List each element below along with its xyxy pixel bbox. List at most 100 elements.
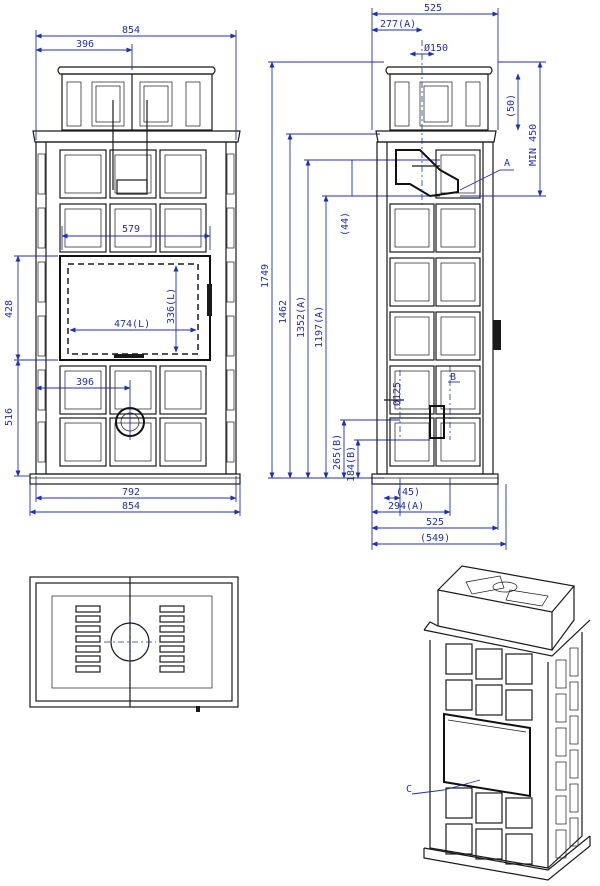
dim-half-width: 396 [76, 39, 94, 50]
tile [445, 679, 473, 711]
tile [64, 422, 102, 462]
side-body [376, 141, 494, 475]
front-base [29, 473, 241, 485]
tile [159, 417, 207, 467]
dim-base-zone: 516 [4, 408, 15, 426]
tile [75, 605, 101, 613]
tile [440, 262, 476, 302]
tile [37, 207, 46, 249]
dim-height-1197: 1197(A) [314, 306, 325, 348]
tile [555, 659, 567, 689]
tile [59, 365, 107, 415]
tile [59, 417, 107, 467]
tile [569, 681, 579, 711]
tile [37, 421, 46, 463]
tile [64, 208, 102, 248]
label-c: C [406, 784, 412, 795]
tile [226, 421, 235, 463]
height-dimensions: 1749 1462 1352(A) 1197(A) (44) 265(B) 18… [260, 61, 440, 482]
tile [164, 154, 202, 194]
tile [389, 257, 435, 307]
tile [75, 635, 101, 643]
tile [505, 797, 533, 829]
tile [555, 795, 567, 825]
tile [75, 625, 101, 633]
tile [389, 311, 435, 361]
dim-height-184b: 184(B) [346, 446, 357, 482]
front-cornice [32, 130, 241, 143]
side-tiles [389, 149, 481, 467]
dim-door-width: 579 [122, 224, 140, 235]
tile [435, 257, 481, 307]
tile [435, 149, 481, 199]
tile [226, 207, 235, 249]
tile [394, 422, 430, 462]
tile [37, 369, 46, 411]
tile [109, 365, 157, 415]
tile [394, 370, 430, 410]
tile [114, 208, 152, 248]
dim-height-total: 1749 [260, 264, 271, 288]
dim-offset-45: (45) [396, 487, 420, 498]
front-top-block [61, 73, 213, 131]
dim-height-265b: 265(B) [332, 434, 343, 470]
dim-base-outer: 854 [122, 501, 140, 512]
iso-view: C [406, 565, 591, 881]
tile [440, 422, 476, 462]
tile [75, 645, 101, 653]
front-dimensions: 854 396 579 428 516 336(L) 474(L) 396 [4, 25, 241, 516]
tile [569, 817, 579, 847]
dim-depth-overall: (549) [420, 533, 450, 544]
tile [569, 647, 579, 677]
tile [435, 417, 481, 467]
tile [164, 208, 202, 248]
dim-depth-bottom: 525 [426, 517, 444, 528]
tile [445, 823, 473, 855]
front-crown [57, 66, 216, 75]
dim-height-1352: 1352(A) [296, 296, 307, 338]
tile [505, 689, 533, 721]
dim-width-top: 854 [122, 25, 140, 36]
tile [114, 422, 152, 462]
tile [505, 833, 533, 865]
dim-depth-top: 525 [424, 3, 442, 14]
tile [114, 154, 152, 194]
tile [555, 727, 567, 757]
dim-door-inner-width: 474(L) [114, 319, 150, 330]
tile [59, 149, 107, 199]
tile [435, 203, 481, 253]
tile [445, 787, 473, 819]
tile [569, 749, 579, 779]
tile [75, 615, 101, 623]
top-view [29, 576, 239, 712]
tile [159, 605, 185, 613]
dim-intake-offset: 396 [76, 377, 94, 388]
dim-height-1462: 1462 [278, 300, 289, 324]
tile [440, 370, 476, 410]
tile [75, 665, 101, 673]
tile [569, 783, 579, 813]
tile [37, 315, 46, 357]
tile [440, 208, 476, 248]
tile [505, 653, 533, 685]
tile [555, 829, 567, 859]
tile [37, 153, 46, 195]
dim-door-inner-height: 336(L) [166, 288, 177, 324]
tile [164, 422, 202, 462]
tile [159, 635, 185, 643]
tile [394, 262, 430, 302]
tile [159, 365, 207, 415]
tile [475, 684, 503, 716]
label-b: B [450, 372, 456, 383]
tile [226, 369, 235, 411]
label-a: A [504, 158, 510, 169]
tile [389, 417, 435, 467]
tile [159, 665, 185, 673]
tile [226, 315, 235, 357]
tile [475, 648, 503, 680]
tile [159, 149, 207, 199]
tile [475, 828, 503, 860]
tile [109, 417, 157, 467]
side-dimensions: 525 277(A) Ø150 MIN 450 (50) A Ø125 B (4… [371, 3, 546, 550]
